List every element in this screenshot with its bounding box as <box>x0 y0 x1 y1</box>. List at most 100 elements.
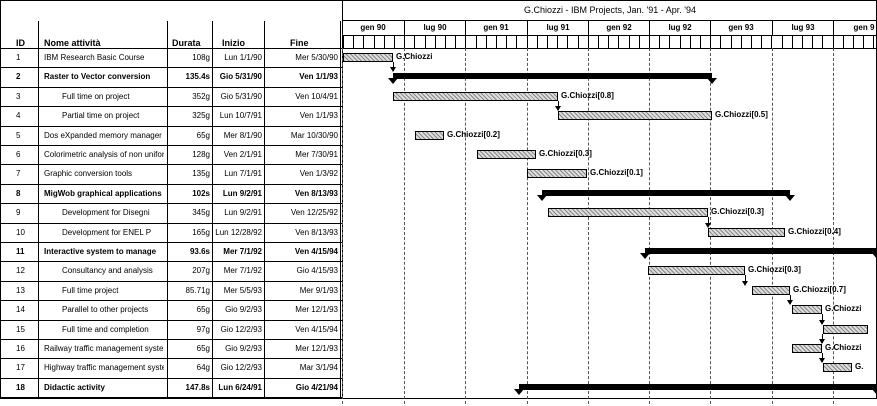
row-duration[interactable]: 65g <box>196 344 210 353</box>
row-id[interactable]: 1 <box>16 53 21 62</box>
task-bar[interactable] <box>708 228 785 237</box>
row-duration[interactable]: 65g <box>196 131 210 140</box>
task-bar[interactable] <box>393 92 558 101</box>
row-id[interactable]: 12 <box>16 266 25 275</box>
row-duration[interactable]: 345g <box>192 208 210 217</box>
row-end[interactable]: Mer 5/30/90 <box>295 53 338 62</box>
task-bar[interactable] <box>792 344 822 353</box>
row-end[interactable]: Ven 4/15/94 <box>294 247 338 256</box>
col-header-name[interactable]: Nome attività <box>44 38 101 48</box>
row-end[interactable]: Mar 3/1/94 <box>299 363 338 372</box>
row-id[interactable]: 15 <box>16 325 25 334</box>
row-name[interactable]: Highway traffic management system <box>44 363 164 372</box>
task-bar[interactable] <box>558 111 712 120</box>
row-name[interactable]: IBM Research Basic Course <box>44 53 145 62</box>
row-duration[interactable]: 102s <box>192 189 210 198</box>
row-end[interactable]: Gio 4/21/94 <box>295 383 338 392</box>
task-bar[interactable] <box>415 131 444 140</box>
row-id[interactable]: 14 <box>16 305 25 314</box>
row-duration[interactable]: 108g <box>192 53 210 62</box>
row-start[interactable]: Gio 9/2/93 <box>225 344 262 353</box>
row-id[interactable]: 2 <box>16 72 21 81</box>
row-name[interactable]: Didactic activity <box>44 383 105 392</box>
row-id[interactable]: 9 <box>16 208 21 217</box>
row-end[interactable]: Ven 4/15/94 <box>295 325 338 334</box>
summary-bar[interactable] <box>645 248 877 254</box>
row-name[interactable]: Railway traffic management system <box>44 344 164 353</box>
row-end[interactable]: Ven 8/13/93 <box>294 189 338 198</box>
row-start[interactable]: Mer 7/1/92 <box>223 247 262 256</box>
row-end[interactable]: Mer 12/1/93 <box>295 305 338 314</box>
col-header-id[interactable]: ID <box>16 38 25 48</box>
task-bar[interactable] <box>752 286 790 295</box>
row-duration[interactable]: 64g <box>196 363 210 372</box>
row-name[interactable]: Full time on project <box>62 92 130 101</box>
row-id[interactable]: 11 <box>16 247 25 256</box>
task-bar[interactable] <box>823 325 868 334</box>
row-duration[interactable]: 135.4s <box>185 72 210 81</box>
task-bar[interactable] <box>792 305 822 314</box>
row-duration[interactable]: 65g <box>196 305 210 314</box>
summary-bar[interactable] <box>542 190 790 196</box>
task-bar[interactable] <box>648 266 745 275</box>
row-name[interactable]: Colorimetric analysis of non uniform <box>44 150 164 159</box>
row-name[interactable]: Parallel to other projects <box>62 305 149 314</box>
row-duration[interactable]: 97g <box>196 325 210 334</box>
row-end[interactable]: Ven 8/13/93 <box>295 228 338 237</box>
row-end[interactable]: Mer 12/1/93 <box>295 344 338 353</box>
row-duration[interactable]: 128g <box>192 150 210 159</box>
row-start[interactable]: Ven 2/1/91 <box>223 150 262 159</box>
row-start[interactable]: Lun 9/2/91 <box>224 208 262 217</box>
row-start[interactable]: Lun 12/28/92 <box>215 228 262 237</box>
row-name[interactable]: Full time project <box>62 286 119 295</box>
row-start[interactable]: Gio 5/31/90 <box>220 92 262 101</box>
row-duration[interactable]: 85.71g <box>185 286 210 295</box>
row-name[interactable]: Dos eXpanded memory manager <box>44 131 162 140</box>
row-id[interactable]: 10 <box>16 228 25 237</box>
row-id[interactable]: 6 <box>16 150 21 159</box>
row-name[interactable]: Development for ENEL P <box>62 228 152 237</box>
row-end[interactable]: Mer 7/30/91 <box>295 150 338 159</box>
row-name[interactable]: Partial time on project <box>62 111 140 120</box>
row-end[interactable]: Ven 1/3/92 <box>299 169 338 178</box>
row-end[interactable]: Ven 12/25/92 <box>290 208 338 217</box>
row-id[interactable]: 8 <box>16 189 21 198</box>
row-duration[interactable]: 165g <box>192 228 210 237</box>
summary-bar[interactable] <box>393 73 712 79</box>
row-end[interactable]: Ven 1/1/93 <box>299 111 338 120</box>
col-header-end[interactable]: Fine <box>290 38 309 48</box>
row-end[interactable]: Mer 9/1/93 <box>299 286 338 295</box>
row-id[interactable]: 13 <box>16 286 25 295</box>
row-end[interactable]: Mar 10/30/90 <box>290 131 338 140</box>
row-duration[interactable]: 325g <box>192 111 210 120</box>
row-duration[interactable]: 93.6s <box>189 247 210 256</box>
col-header-start[interactable]: Inizio <box>222 38 245 48</box>
row-start[interactable]: Gio 5/31/90 <box>219 72 262 81</box>
task-bar[interactable] <box>548 208 708 217</box>
row-start[interactable]: Mer 5/5/93 <box>223 286 262 295</box>
row-start[interactable]: Lun 9/2/91 <box>222 189 262 198</box>
row-name[interactable]: Consultancy and analysis <box>62 266 153 275</box>
row-start[interactable]: Gio 12/2/93 <box>220 325 262 334</box>
row-id[interactable]: 18 <box>16 383 25 392</box>
task-bar[interactable] <box>477 150 536 159</box>
row-start[interactable]: Mer 7/1/92 <box>223 266 262 275</box>
task-bar[interactable] <box>527 169 587 178</box>
row-id[interactable]: 16 <box>16 344 25 353</box>
row-name[interactable]: MigWob graphical applications <box>44 189 162 198</box>
row-name[interactable]: Graphic conversion tools <box>44 169 133 178</box>
task-bar[interactable] <box>823 363 852 372</box>
row-end[interactable]: Gio 4/15/93 <box>296 266 338 275</box>
row-start[interactable]: Gio 9/2/93 <box>225 305 262 314</box>
row-end[interactable]: Ven 1/1/93 <box>299 72 338 81</box>
row-id[interactable]: 3 <box>16 92 21 101</box>
row-duration[interactable]: 352g <box>192 92 210 101</box>
row-name[interactable]: Full time and completion <box>62 325 149 334</box>
row-duration[interactable]: 147.8s <box>185 383 210 392</box>
row-start[interactable]: Lun 7/1/91 <box>224 169 262 178</box>
col-header-duration[interactable]: Durata <box>172 38 201 48</box>
row-name[interactable]: Raster to Vector conversion <box>44 72 151 81</box>
row-start[interactable]: Lun 6/24/91 <box>218 383 262 392</box>
row-name[interactable]: Interactive system to manage <box>44 247 157 256</box>
row-start[interactable]: Lun 1/1/90 <box>224 53 262 62</box>
